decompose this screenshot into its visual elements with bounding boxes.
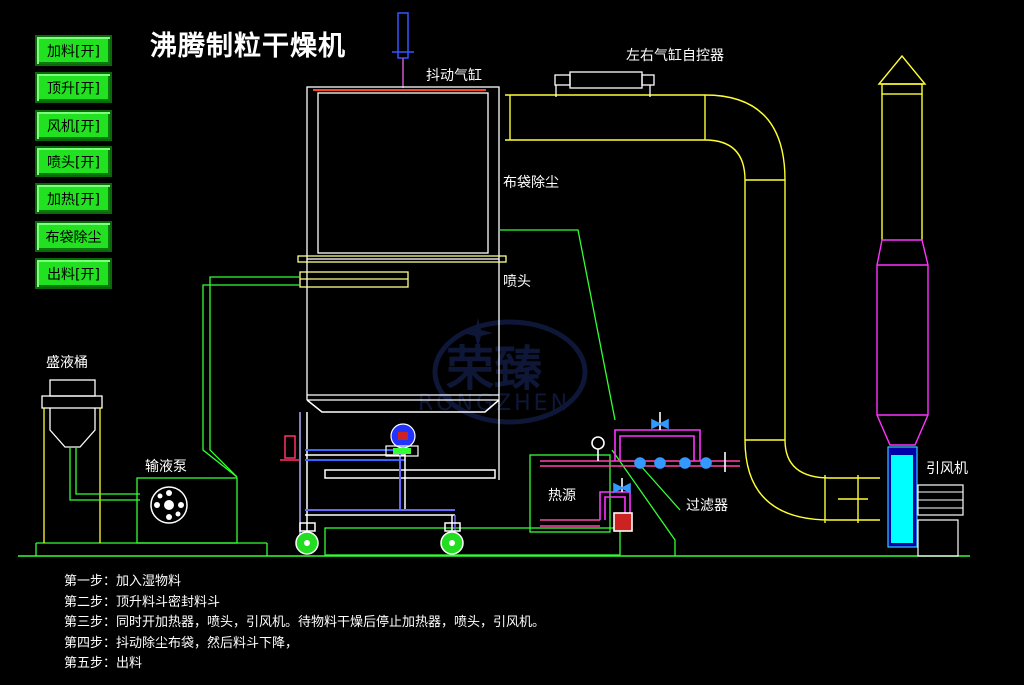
induced-fan xyxy=(887,446,964,557)
bag-filter-label: 布袋除尘 xyxy=(503,175,559,191)
shake-cylinder xyxy=(392,12,414,88)
step-2: 第二步：顶升料斗密封料斗 xyxy=(64,594,221,610)
dryer-tower xyxy=(306,86,500,480)
watermark-logo: 荣臻 RONGZHEN xyxy=(418,318,588,425)
page-title: 沸腾制粒干燥机 xyxy=(150,31,346,62)
motor xyxy=(385,423,419,457)
liquid-pump-label: 输液泵 xyxy=(145,459,187,475)
lr-cylinder-controller xyxy=(554,71,655,97)
nozzle-label: 喷头 xyxy=(503,274,531,290)
discharge-button[interactable]: 出料[开] xyxy=(35,258,112,289)
air-filter-label: 过滤器 xyxy=(686,498,728,514)
nozzle-band xyxy=(297,255,507,288)
exhaust-duct xyxy=(505,94,880,523)
base-frame xyxy=(35,229,681,556)
lift-button[interactable]: 顶升[开] xyxy=(35,72,112,103)
induced-fan-label: 引风机 xyxy=(926,461,968,477)
step-1: 第一步：加入湿物料 xyxy=(64,574,182,589)
step-5: 第五步：出料 xyxy=(64,656,143,671)
liquid-pump xyxy=(150,486,188,524)
cart-wheels xyxy=(295,531,464,555)
watermark-text: 荣臻 xyxy=(446,341,543,397)
material-cart xyxy=(280,399,500,535)
operation-steps: 第一步：加入湿物料 第二步：顶升料斗密封料斗 第三步：同时开加热器，喷头，引风机… xyxy=(64,572,545,675)
fan-button[interactable]: 风机[开] xyxy=(35,110,112,141)
heat-source-label: 热源 xyxy=(548,488,576,504)
liquid-tank xyxy=(41,379,140,543)
bag-filter-button[interactable]: 布袋除尘 xyxy=(35,221,112,252)
liquid-tank-label: 盛液桶 xyxy=(46,355,88,371)
heat-button[interactable]: 加热[开] xyxy=(35,183,112,214)
lr-cylinder-label: 左右气缸自控器 xyxy=(626,48,724,64)
step-4: 第四步：抖动除尘布袋，然后料斗下降， xyxy=(64,635,299,651)
nozzle-button[interactable]: 喷头[开] xyxy=(35,146,112,177)
heater-piping xyxy=(540,412,740,532)
chimney xyxy=(876,54,929,446)
feed-button[interactable]: 加料[开] xyxy=(35,35,112,66)
shake-cylinder-label: 抖动气缸 xyxy=(426,68,482,84)
step-3: 第三步：同时开加热器，喷头，引风机。待物料干燥后停止加热器，喷头，引风机。 xyxy=(64,615,546,630)
